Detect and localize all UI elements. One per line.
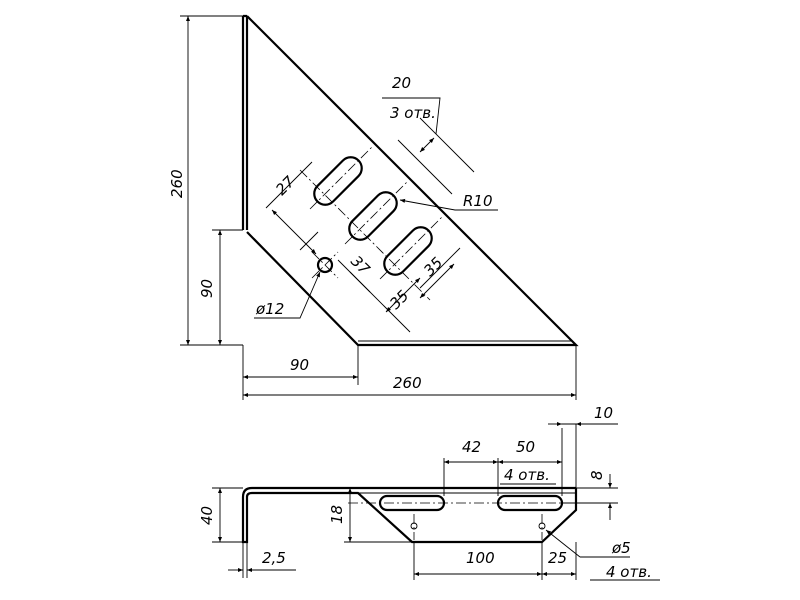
dim-slot-width: 20 [392, 74, 411, 92]
dim-slot-pitch-a: 35 [386, 287, 412, 313]
hole-centerline [311, 251, 339, 279]
slot-centerline-2 [344, 181, 408, 245]
dim-height-total: 260 [168, 169, 186, 198]
dim-thickness: 2,5 [262, 549, 286, 567]
slot-axis-centerline [299, 169, 431, 301]
dim-line-slot-offset-first [271, 209, 317, 255]
slot-centerline-3 [379, 216, 443, 280]
dim-slot-length: 42 [462, 438, 481, 456]
label-slot-count: 3 отв. [390, 104, 436, 122]
side-profile-outline [241, 486, 578, 544]
bracket-plate-outline [246, 15, 579, 347]
dim-width-total: 260 [393, 374, 422, 392]
slot-centerline-1 [309, 146, 373, 210]
dim-width-lower: 90 [290, 356, 309, 374]
dim-slot-offset-first: 27 [272, 172, 299, 199]
dim-hole-edge: 25 [548, 549, 567, 567]
dim-slot-center-height: 18 [328, 505, 346, 524]
dim-height-lower: 90 [198, 279, 216, 298]
dim-side-hole-diameter: ø5 [611, 539, 631, 557]
label-side-slot-count: 4 отв. [504, 466, 550, 484]
dim-thickness-right: 10 [594, 404, 613, 422]
bracket-vertical-flange [241, 14, 249, 230]
top-view: 260 90 90 260 20 3 отв. R10 27 37 35 [168, 14, 579, 400]
dim-line-slot-pitch-b [419, 263, 455, 299]
dim-slot-offset: 8 [588, 470, 606, 480]
dim-slot-spacing: 50 [516, 438, 535, 456]
leader-slot-radius [399, 198, 498, 211]
leader-slot-width [382, 97, 441, 135]
dim-side-height: 40 [198, 506, 216, 525]
leader-side-hole [546, 530, 630, 558]
mounting-hole [316, 256, 334, 274]
dim-line-slot-pitch-a [385, 277, 421, 313]
dim-hole-spacing: 100 [466, 549, 495, 567]
label-side-hole-count: 4 отв. [606, 563, 652, 581]
dim-slot-radius: R10 [463, 192, 493, 210]
side-view: 40 18 2,5 100 25 ø5 4 отв. 42 50 4 отв. [198, 404, 660, 581]
leader-hole-diameter [254, 271, 321, 319]
dim-slot-offset-second: 37 [347, 252, 374, 279]
dim-hole-diameter: ø12 [255, 300, 284, 318]
